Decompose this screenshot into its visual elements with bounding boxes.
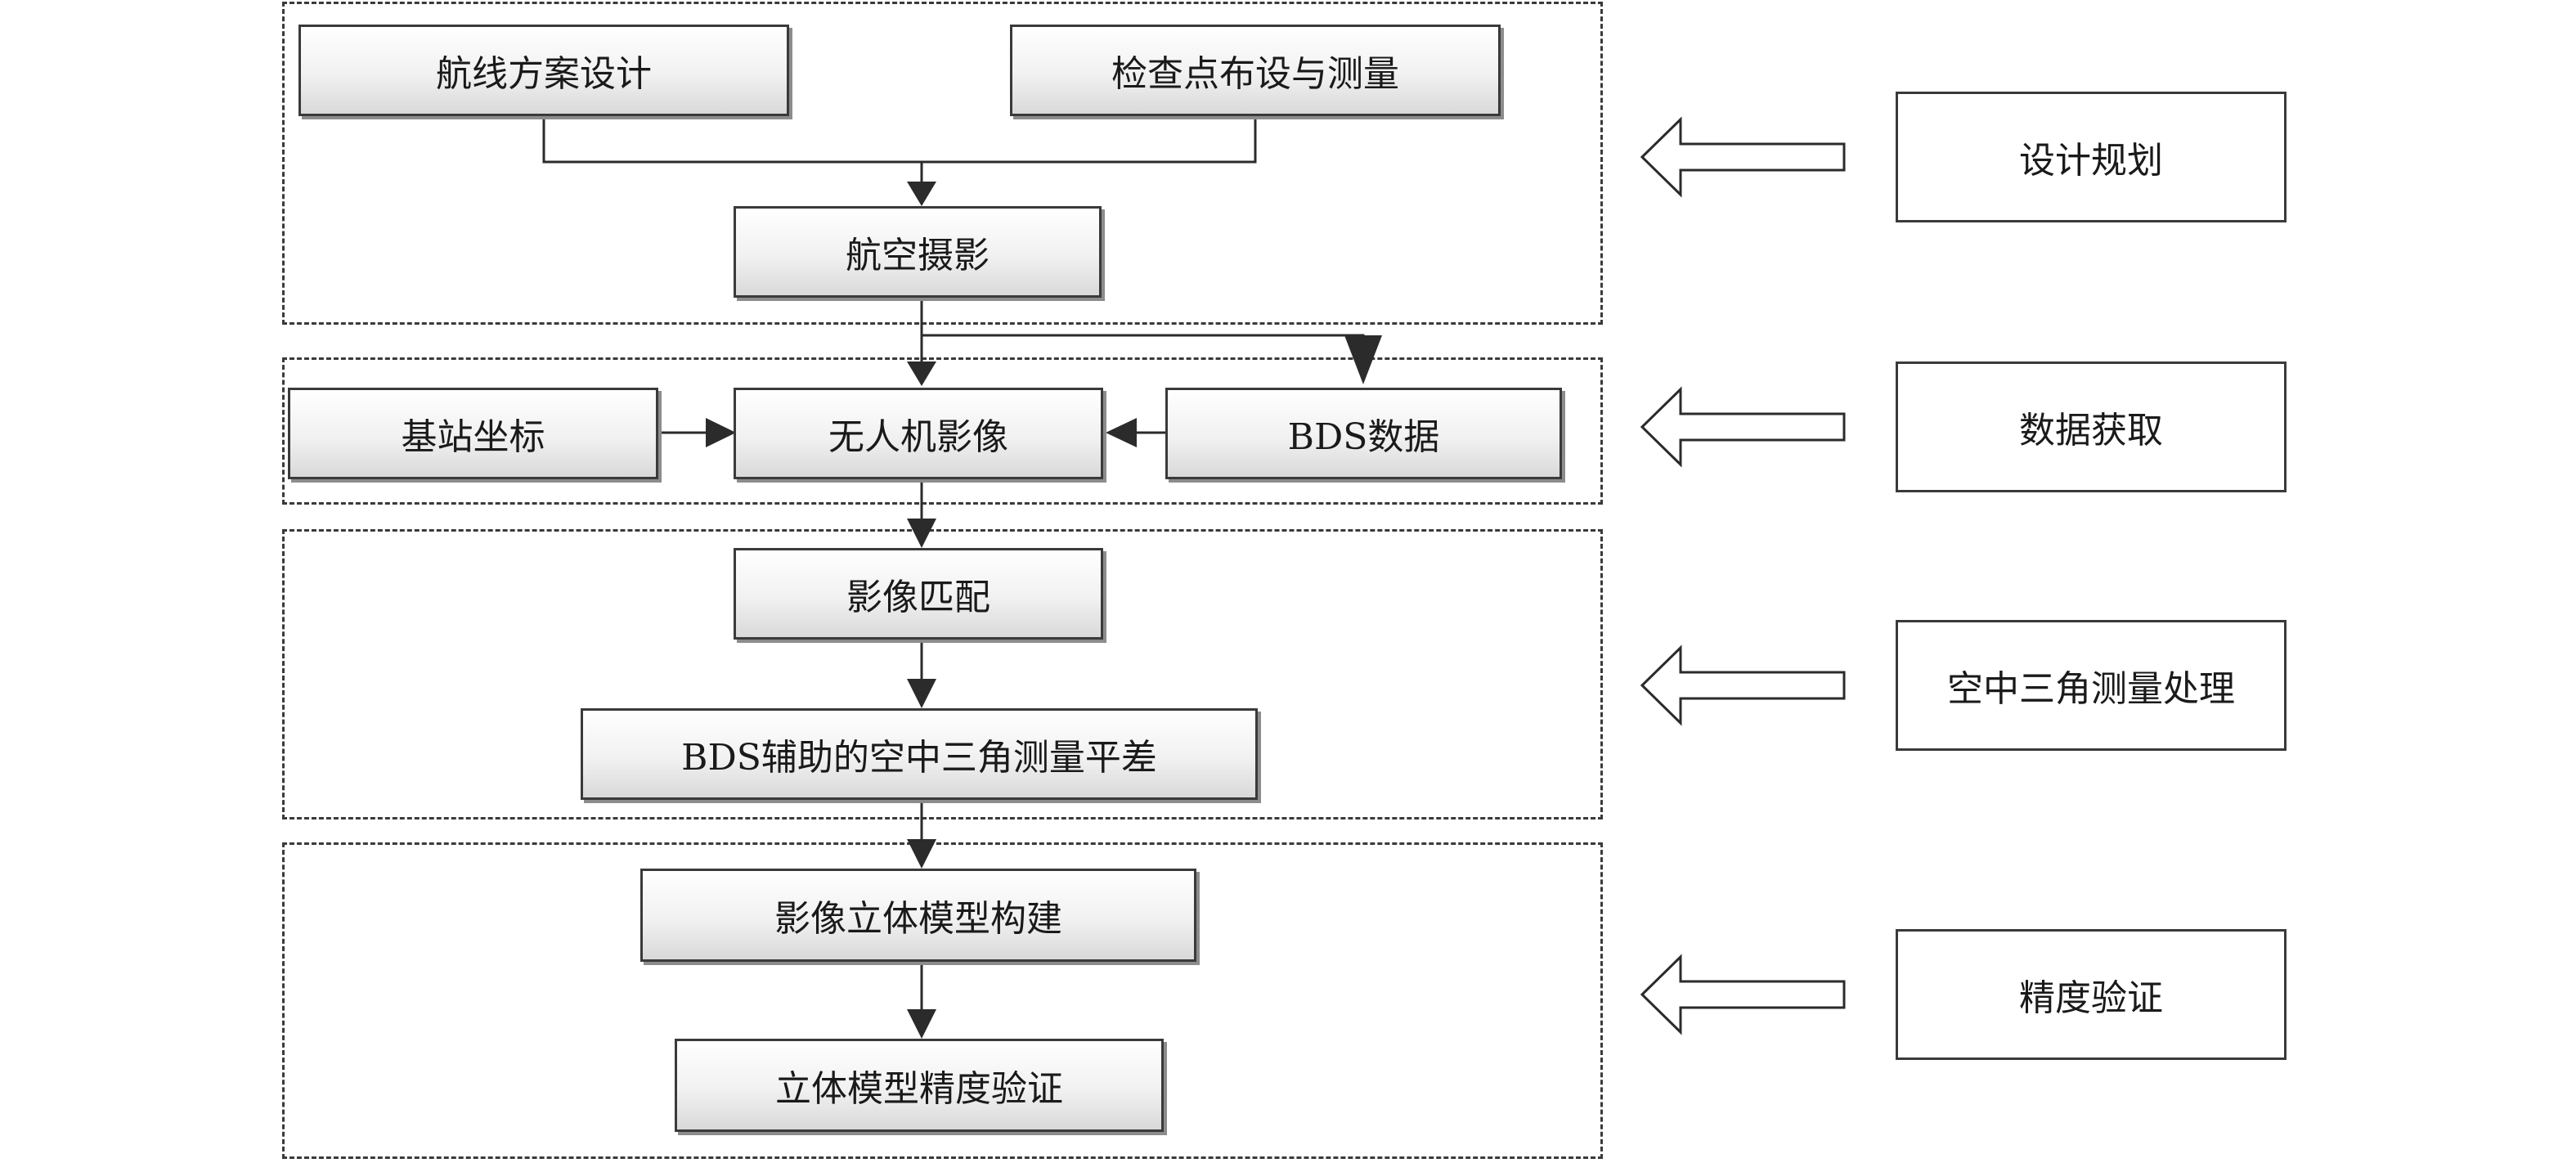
node-route-design[interactable]: 航线方案设计 (298, 25, 789, 116)
arrowhead-model (907, 839, 936, 869)
edge-route-merge (542, 115, 922, 164)
arrowhead-at (907, 679, 936, 708)
stage-design-planning: 设计规划 (1896, 92, 2287, 222)
node-bds-data[interactable]: BDS数据 (1165, 388, 1562, 479)
arrowhead-bds (1344, 335, 1382, 384)
edge-aerial-to-bds (922, 334, 1365, 360)
node-stereo-model-build[interactable]: 影像立体模型构建 (640, 869, 1196, 962)
group-aerotriangulation (282, 529, 1603, 819)
stage-data-acquisition: 数据获取 (1896, 361, 2287, 492)
stage-accuracy-verification: 精度验证 (1896, 929, 2287, 1060)
hollow-arrow-icon-accuracy (1640, 954, 1846, 1035)
node-stereo-accuracy[interactable]: 立体模型精度验证 (675, 1039, 1164, 1132)
hollow-arrow-icon-data (1640, 386, 1846, 468)
node-uav-images[interactable]: 无人机影像 (734, 388, 1103, 479)
node-checkpoint[interactable]: 检查点布设与测量 (1010, 25, 1501, 116)
node-image-matching[interactable]: 影像匹配 (734, 548, 1103, 640)
stage-aerotriangulation: 空中三角测量处理 (1896, 620, 2287, 751)
hollow-arrow-icon-design (1640, 116, 1846, 198)
group-accuracy-verification (282, 842, 1603, 1159)
node-aerial-photo[interactable]: 航空摄影 (734, 206, 1102, 298)
group-design-planning (282, 2, 1603, 325)
arrowhead-bds-left (1106, 418, 1137, 447)
arrowhead-base (706, 418, 736, 447)
hollow-arrow-icon-aerotriangulation (1640, 644, 1846, 726)
arrowhead-matching (907, 519, 936, 548)
group-data-acquisition (282, 357, 1603, 505)
arrowhead-uav (907, 361, 936, 386)
arrowhead-accuracy (907, 1009, 936, 1039)
edge-checkpoint-merge (922, 115, 1257, 164)
node-base-coords[interactable]: 基站坐标 (288, 388, 658, 479)
arrowhead-aerial (907, 182, 936, 206)
node-bds-aerotriangulation[interactable]: BDS辅助的空中三角测量平差 (581, 708, 1258, 800)
